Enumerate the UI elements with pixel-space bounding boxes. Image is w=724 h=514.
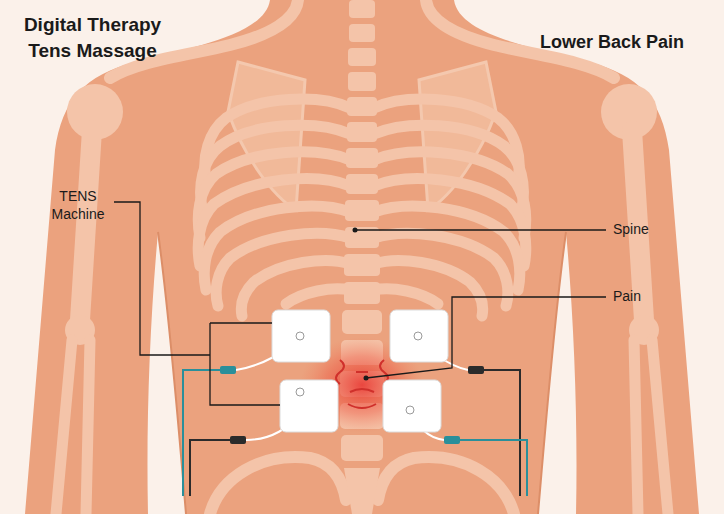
wire: [190, 440, 230, 496]
pad-dot: [296, 388, 304, 396]
arm-gap: [147, 232, 186, 514]
vertebra: [347, 122, 377, 142]
wire: [484, 370, 520, 496]
leader-lines: [114, 202, 606, 405]
leader-line: [366, 297, 606, 378]
vertebra: [342, 310, 382, 334]
pad-dot: [296, 332, 304, 340]
arm-gap: [538, 232, 577, 514]
wire: [183, 370, 220, 496]
plug: [444, 436, 460, 444]
plug: [220, 366, 236, 374]
vertebra: [346, 148, 378, 168]
vertebra: [348, 72, 376, 91]
plug: [468, 366, 484, 374]
label: Lower Back Pain: [540, 32, 720, 54]
electrode-pad: [390, 310, 448, 362]
leader-dot: [364, 376, 369, 381]
vertebra: [347, 97, 377, 116]
vertebra: [344, 282, 380, 304]
label: TENS Machine: [38, 188, 118, 223]
title: Digital Therapy Tens Massage: [10, 12, 175, 63]
leader-dot: [353, 228, 358, 233]
pain-marks: [336, 360, 388, 408]
bones-left: [56, 0, 350, 514]
electrode-pad: [280, 380, 338, 432]
electrode-pad: [272, 310, 330, 362]
electrode-pad: [383, 380, 441, 432]
electrode-wires: [183, 336, 527, 496]
pad-dot: [414, 332, 422, 340]
plug: [230, 436, 246, 444]
vertebra: [349, 24, 375, 42]
spine-column: [340, 0, 384, 514]
vertebra: [348, 48, 376, 66]
body-silhouette: [25, 0, 699, 514]
leader-line: [114, 202, 210, 355]
pad-dot: [406, 406, 414, 414]
vertebra: [345, 200, 379, 221]
vertebra: [346, 174, 378, 194]
leader-line: [210, 323, 280, 405]
label: Spine: [613, 221, 713, 238]
bones-right: [374, 0, 668, 514]
label: Pain: [613, 288, 713, 305]
vertebra: [349, 0, 375, 18]
vertebra: [344, 254, 380, 276]
leader-line: [355, 229, 606, 230]
sacrum: [344, 468, 380, 514]
vertebra: [341, 435, 383, 461]
wire: [460, 440, 527, 496]
